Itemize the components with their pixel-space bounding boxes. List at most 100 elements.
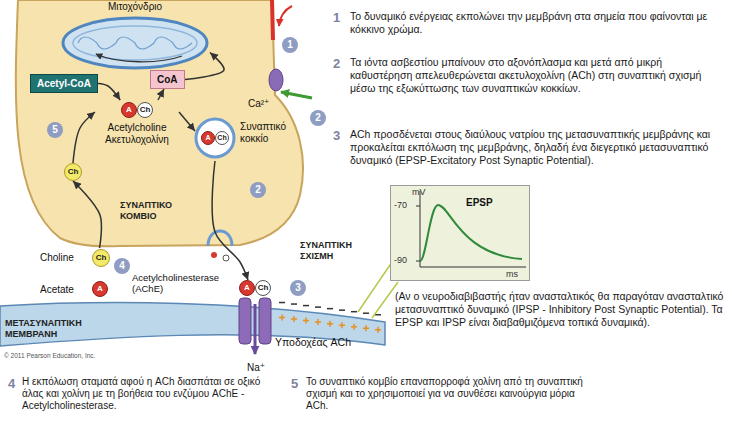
- step-number: 3: [333, 128, 340, 143]
- callout-number: 5: [47, 122, 63, 138]
- calcium-influx-arrow: [281, 92, 312, 98]
- negative-charge: [351, 311, 357, 313]
- negative-charge: [339, 309, 345, 311]
- negative-charge: [315, 306, 321, 308]
- calcium-channel: [269, 69, 283, 91]
- node-label: EPSP: [466, 197, 493, 208]
- copyright-note: © 2011 Pearson Education, Inc.: [4, 352, 95, 359]
- mitochondrion: Μιτοχόνδριο: [60, 0, 210, 70]
- released-ach: [211, 252, 217, 258]
- step-number: 1: [333, 10, 340, 25]
- acetyl-coa-box: Acetyl-CoA: [30, 74, 98, 93]
- sodium-influx-arrow: [254, 304, 257, 354]
- step-text: Τα ιόντα ασβεστίου μπαίνουν στο αξονόπλα…: [350, 56, 725, 95]
- positive-charge: [279, 315, 285, 321]
- acetylcholine-molecule: AChAcetylcholine Ακετυλοχολίνη: [95, 100, 179, 148]
- ion-label: Na⁺: [247, 362, 265, 373]
- positive-charge: [363, 325, 369, 331]
- region-label: ΜΕΤΑΣΥΝΑΠΤΙΚΗ ΜΕΜΒΡΑΝΗ: [5, 318, 125, 340]
- graph-axes: [420, 191, 526, 267]
- coa-box: CoA: [150, 70, 185, 89]
- negative-charge: [291, 303, 297, 305]
- callout-number: 2: [310, 110, 326, 126]
- positive-charge: [327, 321, 333, 327]
- graph-leader-line: [358, 262, 392, 312]
- ion-label: Ca²⁺: [248, 98, 269, 109]
- node-label: Συναπτικό κοκκίο: [240, 121, 298, 145]
- note-text: (Αν ο νευροδιαβιβαστής ήταν ανασταλτικός…: [395, 290, 725, 329]
- cristae: [78, 37, 192, 49]
- node-label: Acetyl-CoA: [37, 78, 91, 89]
- negative-charge: [327, 308, 333, 310]
- graph-background: [391, 186, 530, 281]
- positive-charge: [303, 318, 309, 324]
- epsp-curve: [420, 205, 522, 261]
- mitochondrion-membrane: [63, 18, 207, 68]
- graph-leader-line: [372, 282, 398, 318]
- callout-number: 4: [114, 258, 130, 274]
- axis-tick: [416, 206, 420, 261]
- receptor-subunit: [239, 298, 251, 344]
- molecule-symbol: A: [92, 281, 108, 297]
- molecule-symbol: A: [239, 280, 255, 296]
- step-text: Το δυναμικό ενέργειας εκπολώνει την μεμβ…: [350, 10, 725, 36]
- enzyme-label: Acetylcholinesterase (AChE): [132, 272, 237, 294]
- step-text: Το συναπτικό κομβίο επαναπορροφά χολίνη …: [306, 376, 596, 412]
- molecule-symbol: A: [201, 131, 215, 145]
- fused-vesicle: [208, 231, 232, 246]
- reaction-arrow: [158, 89, 164, 100]
- node-label: CoA: [157, 74, 178, 85]
- node-label: Acetate: [40, 284, 74, 295]
- epsp-graph: mV -70 -90 ms EPSP: [390, 185, 530, 281]
- node-label: Μιτοχόνδριο: [60, 1, 210, 12]
- step-text: Η εκπόλωση σταματά αφού η ACh διασπάται …: [22, 376, 284, 412]
- node-label: ms: [506, 269, 518, 279]
- choline-molecule: Ch: [64, 163, 82, 181]
- negative-charge: [375, 314, 381, 316]
- node-label: Acetylcholine Ακετυλοχολίνη: [95, 122, 179, 146]
- node-label: Υποδοχέας ACh: [275, 336, 351, 348]
- acetate: Acetate A: [40, 280, 110, 300]
- region-label: ΣΥΝΑΠΤΙΚΗ ΣΧΙΣΜΗ: [300, 240, 365, 262]
- step-number: 2: [333, 56, 340, 71]
- molecule-symbol: A: [121, 102, 137, 118]
- reaction-arrow: [73, 181, 101, 248]
- synaptic-terminal: [16, 0, 303, 246]
- choline: Choline Ch: [40, 248, 110, 268]
- released-ach: [223, 255, 229, 261]
- synaptic-vesicle: ACh Συναπτικό κοκκίο: [195, 115, 300, 161]
- node-label: Choline: [40, 252, 74, 263]
- molecule-symbol: Ch: [255, 280, 271, 296]
- mitochondrion-inner-membrane: [73, 26, 197, 60]
- positive-charge: [351, 324, 357, 330]
- negative-charge: [363, 312, 369, 314]
- step-number: 5: [291, 376, 298, 391]
- depolarized-membrane: [272, 0, 273, 40]
- molecule-symbol: Ch: [215, 131, 229, 145]
- reaction-arrow: [98, 84, 120, 101]
- molecule-symbol: Ch: [64, 163, 82, 181]
- membrane-charges: [279, 303, 381, 333]
- step-text: ACh προσδένεται στους διαύλους νατρίου τ…: [350, 128, 725, 167]
- cycle-arrow: [96, 54, 182, 62]
- molecule-symbol: Ch: [137, 102, 153, 118]
- negative-charge: [303, 305, 309, 307]
- region-label: ΣΥΝΑΠΤΙΚΟ ΚΟΜΒΙΟ: [120, 200, 195, 222]
- positive-charge: [375, 327, 381, 333]
- step-number: 4: [8, 376, 15, 391]
- reaction-arrow: [179, 112, 195, 131]
- vesicle-membrane: [196, 119, 234, 157]
- graph-panel: [390, 185, 530, 281]
- callout-number: 2: [250, 182, 266, 198]
- positive-charge: [315, 319, 321, 325]
- node-label: mV: [412, 187, 426, 197]
- receptor-subunit: [259, 298, 271, 344]
- negative-charge: [279, 302, 285, 304]
- reaction-arrow: [73, 112, 95, 163]
- callout-number: 3: [290, 280, 306, 296]
- molecule-symbol: Ch: [92, 249, 110, 267]
- action-potential-arrow: [279, 6, 292, 26]
- node-label: -70: [394, 200, 407, 210]
- positive-charge: [339, 322, 345, 328]
- node-label: -90: [394, 255, 407, 265]
